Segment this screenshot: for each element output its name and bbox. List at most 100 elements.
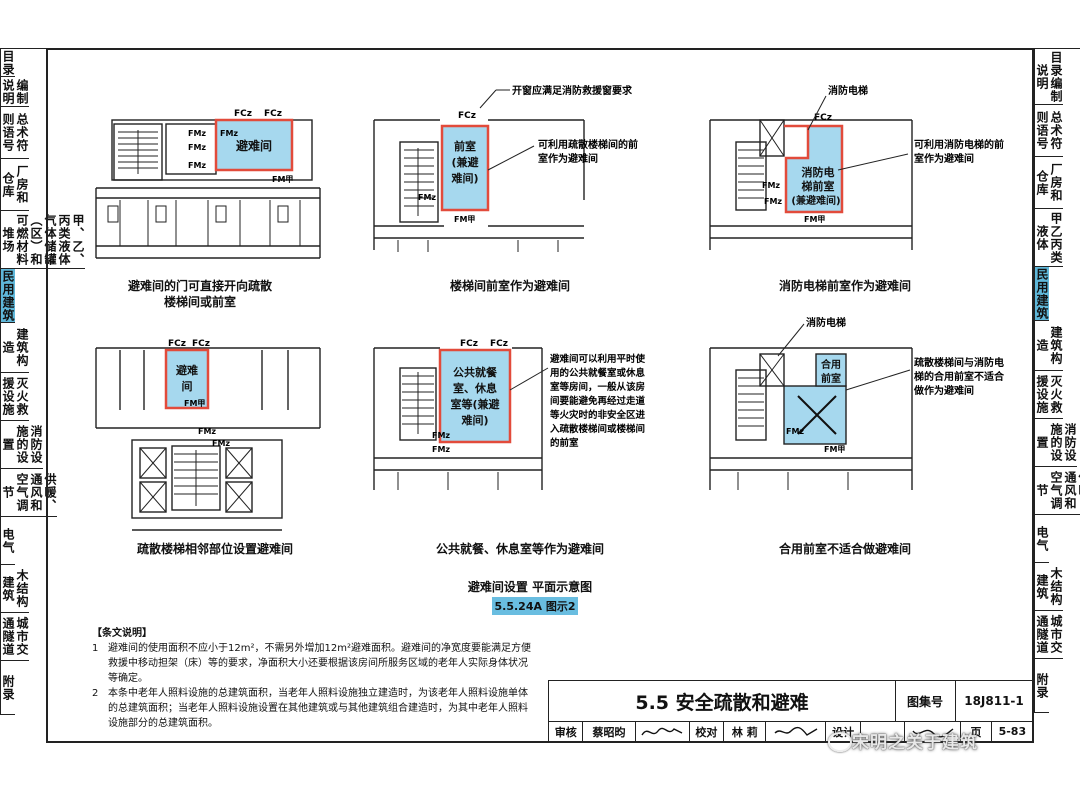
svg-text:FMz: FMz — [762, 181, 780, 190]
panel-3-room — [784, 124, 844, 214]
right-tab-item[interactable]: 建筑构造 — [1035, 321, 1063, 371]
wechat-icon — [828, 732, 852, 752]
panel-3-caption: 消防电梯前室作为避难间 — [778, 279, 911, 293]
notes-heading: 【条文说明】 — [92, 628, 152, 639]
panel-5-room-label: 公共就餐室、休息室等(兼避难间) — [450, 365, 500, 427]
atlas-code: 18J811-1 — [964, 694, 1024, 708]
panel-6-note-side: 疏散楼梯间与消防电梯的合用前室不适合做作为避难间 — [913, 356, 1005, 397]
panel-1-room — [214, 118, 294, 172]
figure-caption: 避难间设置 平面示意图 — [467, 580, 593, 594]
svg-text:FM甲: FM甲 — [272, 175, 293, 184]
panel-1-plan — [95, 119, 321, 259]
panel-4-room-label: 避难间 — [176, 363, 198, 393]
panel-6-room — [783, 385, 847, 445]
panel-4-caption: 疏散楼梯相邻部位设置避难间 — [136, 542, 293, 556]
svg-text:FM甲: FM甲 — [184, 399, 205, 408]
signature-2 — [766, 721, 827, 742]
panel-5-room — [438, 348, 512, 444]
panel-1-room-label: 避难间 — [236, 138, 272, 153]
right-tab-item[interactable]: 城市交通隧道 — [1035, 611, 1063, 659]
right-tab-item[interactable]: 灭火救援设施 — [1035, 371, 1063, 419]
panel-4-plan — [95, 347, 321, 531]
watermark: 宋明之关于建筑 — [852, 733, 978, 753]
svg-text:FCz: FCz — [490, 339, 508, 349]
svg-text:FMz: FMz — [432, 431, 450, 440]
panel-1-caption: 避难间的门可直接开向疏散 楼梯间或前室 — [127, 279, 272, 309]
panel-2-note-top: 开窗应满足消防救援窗要求 — [512, 84, 633, 97]
figure-badge: 5.5.24A 图示2 — [492, 597, 578, 615]
signature-row: 审核 蔡昭昀 校对 林 莉 设计 页 5-83 — [549, 721, 1033, 742]
left-tab-item[interactable]: 木结构建筑 — [1, 565, 29, 613]
panel-6-note-top: 消防电梯 — [806, 316, 846, 329]
svg-text:FMz: FMz — [418, 193, 436, 202]
sheet-title: 5.5 安全疏散和避难 — [549, 681, 896, 721]
right-tab-item[interactable]: 甲乙丙类液体 — [1035, 209, 1063, 267]
left-tab-strip: 目录编制说明总术符则语号厂房和仓库甲、乙、丙类液体气体储罐（区）和可燃材料堆场民… — [0, 48, 85, 715]
left-tab-item[interactable]: 目录 — [1, 49, 15, 77]
panel-3-room-label: 消防电梯前室(兼避难间) — [791, 165, 840, 207]
svg-text:FM甲: FM甲 — [804, 215, 825, 224]
right-tab-item[interactable]: 消防设施的设置 — [1035, 419, 1077, 467]
svg-text:FMz: FMz — [764, 197, 782, 206]
right-tab-item[interactable]: 电气 — [1035, 515, 1049, 563]
drawing-frame — [46, 48, 1034, 743]
svg-text:FCz: FCz — [458, 111, 476, 121]
panel-6-caption: 合用前室不适合做避难间 — [778, 542, 911, 556]
right-tab-item[interactable]: 总术符则语号 — [1035, 105, 1063, 157]
left-tab-item[interactable]: 民用建筑 — [1, 269, 15, 323]
left-tab-item[interactable]: 消防设施的设置 — [1, 421, 43, 469]
panel-3-plan — [709, 119, 913, 250]
left-tab-item[interactable]: 建筑构造 — [1, 323, 29, 373]
svg-text:FCz: FCz — [168, 339, 186, 349]
svg-text:FMz: FMz — [212, 439, 230, 448]
right-tab-item[interactable]: 木结构建筑 — [1035, 563, 1063, 611]
atlas-label: 图集号 — [895, 681, 956, 721]
panel-2-room — [440, 124, 490, 212]
panel-5-note-side: 避难间可以利用平时使用的公共就餐室或休息 室等房间，一般从该房间要能避免再经过走… — [549, 353, 648, 449]
svg-text:FMz: FMz — [432, 445, 450, 454]
left-tab-item[interactable]: 附录 — [1, 661, 15, 715]
left-tab-item[interactable]: 电气 — [1, 517, 15, 565]
left-tab-item[interactable]: 总术符则语号 — [1, 107, 29, 159]
right-tab-item[interactable]: 附录 — [1035, 659, 1049, 713]
svg-text:FM甲: FM甲 — [824, 445, 845, 454]
svg-text:FMz: FMz — [786, 427, 804, 436]
left-tab-item[interactable]: 编制说明 — [1, 77, 29, 107]
panel-2-plan — [373, 119, 585, 252]
svg-text:FM甲: FM甲 — [454, 215, 475, 224]
svg-text:FCz: FCz — [814, 113, 832, 123]
panel-2-room-label: 前室(兼避难间) — [450, 139, 479, 185]
right-tab-item[interactable]: 目录编制说明 — [1035, 49, 1063, 105]
svg-text:FCz: FCz — [234, 109, 252, 119]
panel-3-note-top: 消防电梯 — [828, 84, 868, 97]
svg-text:FMz: FMz — [220, 129, 238, 138]
left-tab-item[interactable]: 甲、乙、丙类液体气体储罐（区）和可燃材料堆场 — [1, 211, 85, 269]
svg-text:FMz: FMz — [188, 161, 206, 170]
right-tab-item[interactable]: 供暖、通风和空气调节 — [1035, 467, 1080, 515]
panel-4-room — [164, 348, 210, 410]
panel-6-room-label: 合用前室 — [820, 358, 841, 385]
right-tab-item[interactable]: 厂房和仓库 — [1035, 157, 1063, 209]
svg-text:FCz: FCz — [192, 339, 210, 349]
panel-5-caption: 公共就餐、休息室等作为避难间 — [435, 542, 604, 556]
left-tab-item[interactable]: 厂房和仓库 — [1, 159, 29, 211]
panel-3-note-side: 可利用消防电梯的前室作为避难间 — [914, 138, 1004, 165]
floor-plan-drawings: 避难间 FCz FCz FMz FMz FMz FMz FM甲 前室(兼避难间)… — [95, 84, 1005, 531]
right-tab-item[interactable]: 民用建筑 — [1035, 267, 1049, 321]
svg-text:FCz: FCz — [460, 339, 478, 349]
panel-6-plan — [709, 347, 913, 490]
svg-text:FMz: FMz — [188, 129, 206, 138]
panel-2-caption: 楼梯间前室作为避难间 — [449, 279, 570, 293]
signature-3 — [905, 721, 962, 742]
svg-text:FMz: FMz — [188, 143, 206, 152]
svg-text:FCz: FCz — [264, 109, 282, 119]
left-tab-item[interactable]: 灭火救援设施 — [1, 373, 29, 421]
left-tab-item[interactable]: 城市交通隧道 — [1, 613, 29, 661]
right-tab-strip: 目录编制说明总术符则语号厂房和仓库甲乙丙类液体民用建筑建筑构造灭火救援设施消防设… — [1034, 48, 1080, 713]
signature-1 — [636, 721, 690, 742]
panel-2-note-side: 可利用疏散楼梯间的前室作为避难间 — [538, 138, 638, 165]
title-block: 5.5 安全疏散和避难 图集号 18J811-1 审核 蔡昭昀 校对 林 莉 设… — [548, 680, 1033, 742]
